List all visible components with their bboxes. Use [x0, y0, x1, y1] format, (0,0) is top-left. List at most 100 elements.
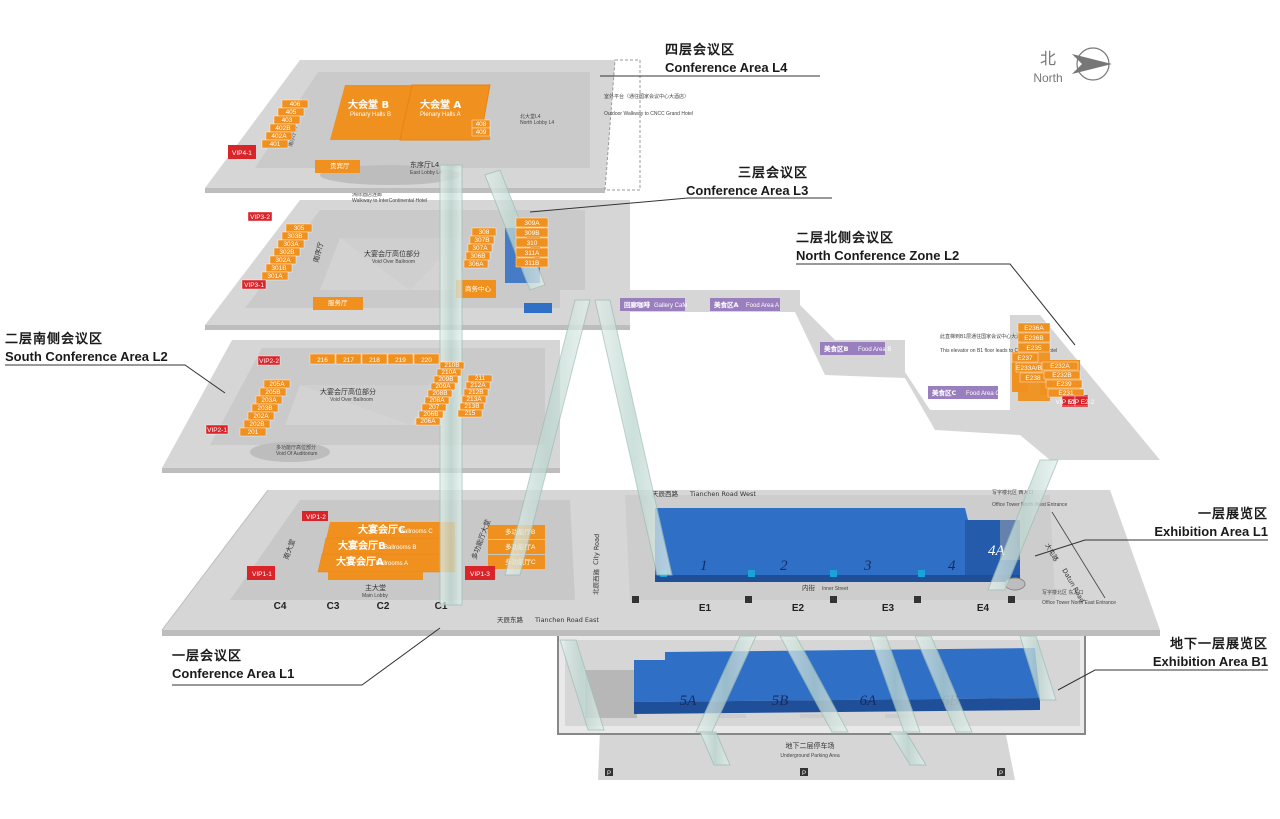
l3-room-label: 302A	[275, 257, 291, 264]
l3-room-307a[interactable]: 307A	[467, 243, 493, 253]
l4-room-406[interactable]: 406	[281, 99, 309, 109]
l2-vip-vip2-1[interactable]: VIP2-1	[205, 424, 229, 435]
vip-1-3[interactable]	[465, 566, 495, 580]
hall-b-zh: 大会堂 B	[348, 98, 389, 111]
l2-room-202b[interactable]: 202B	[243, 419, 271, 429]
l2-room-label: 213A	[466, 396, 482, 403]
l2n-room-e232b[interactable]: E232B	[1043, 370, 1081, 380]
l3-room-309a[interactable]: 309A	[515, 217, 549, 228]
l4-room-402b[interactable]: 402B	[269, 123, 297, 133]
l4-room-401[interactable]: 401	[261, 139, 289, 149]
l2n-room-e231[interactable]: E231	[1047, 388, 1085, 398]
food-area-c[interactable]	[928, 386, 998, 399]
l2n-room-e236b[interactable]: E236B	[1017, 332, 1051, 343]
l2-room-203a[interactable]: 203A	[255, 395, 283, 405]
l2n-room-e233a-b[interactable]: E233A/B	[1015, 362, 1043, 373]
l2-room-206b[interactable]: 206B	[418, 410, 444, 419]
l2-room-213b[interactable]: 213B	[459, 402, 485, 411]
hall-1-label: 1	[700, 558, 708, 574]
l2-room-216[interactable]: 216	[309, 353, 336, 365]
l2-room-208b[interactable]: 208B	[427, 389, 453, 398]
l2-room-206a[interactable]: 206A	[415, 417, 441, 426]
l3-room-306a[interactable]: 306A	[463, 259, 489, 269]
l2-room-215[interactable]: 215	[457, 409, 483, 418]
l3-room-308[interactable]: 308	[471, 227, 497, 237]
l1-exhibition-halls[interactable]	[655, 508, 1020, 575]
l4-room-405[interactable]: 405	[277, 107, 305, 117]
l4-room-408[interactable]: 408	[471, 119, 491, 129]
l4-multifunction[interactable]	[315, 160, 360, 173]
gallery-cafe[interactable]	[620, 298, 685, 311]
l3-room-302b[interactable]: 302B	[273, 247, 301, 257]
vip-1-1[interactable]	[247, 566, 275, 580]
l2-room-220[interactable]: 220	[413, 353, 440, 365]
l2n-room-e238[interactable]: E238	[1019, 372, 1047, 383]
l2n-room-e239[interactable]: E239	[1045, 379, 1083, 389]
l2-vip-vip2-2[interactable]: VIP2-2	[257, 355, 281, 366]
l2n-room-e237[interactable]: E237	[1011, 352, 1039, 363]
svg-text:P: P	[802, 771, 806, 777]
l2-room-212a[interactable]: 212A	[465, 381, 491, 390]
l3-room-307b[interactable]: 307B	[469, 235, 495, 245]
l2-room-211[interactable]: 211	[467, 374, 493, 383]
l2-room-201[interactable]: 201	[239, 427, 267, 437]
l3-vip-vip3-1[interactable]: VIP3-1	[241, 279, 267, 290]
l3-room-301b[interactable]: 301B	[265, 263, 293, 273]
l2-room-213a[interactable]: 213A	[461, 395, 487, 404]
callout-l3-en: Conference Area L3	[686, 183, 808, 198]
l2-room-207[interactable]: 207	[421, 403, 447, 412]
gate-e1: E1	[699, 603, 712, 614]
food-area-b[interactable]	[820, 342, 885, 355]
l3-room-label: 303B	[287, 233, 302, 240]
l2-room-label: 220	[421, 357, 432, 364]
l2-room-label: 209A	[435, 383, 451, 390]
callout-c1-zh: 一层会议区	[172, 648, 242, 664]
l3-service-room[interactable]	[313, 297, 363, 310]
l2-room-210a[interactable]: 210A	[436, 368, 462, 377]
l2n-room-e232a[interactable]: E232A	[1041, 361, 1079, 371]
l3-room-301a[interactable]: 301A	[261, 271, 289, 281]
l2-room-label: 210B	[444, 362, 459, 369]
l3-room-309b[interactable]: 309B	[515, 227, 549, 238]
l2n-vip-vip-e2-2[interactable]: VIP E2-2	[1069, 395, 1095, 407]
ballroom-c[interactable]	[326, 522, 455, 540]
l3-room-311b[interactable]: 311B	[515, 257, 549, 268]
l3-vip-vip3-2[interactable]: VIP3-2	[247, 211, 273, 222]
l3-room-311a[interactable]: 311A	[515, 247, 549, 258]
l2-room-205b[interactable]: 205B	[259, 387, 287, 397]
vip-4-1[interactable]	[228, 145, 256, 159]
l2-room-208a[interactable]: 208A	[424, 396, 450, 405]
l2-room-209b[interactable]: 209B	[433, 375, 459, 384]
l4-room-402a[interactable]: 402A	[265, 131, 293, 141]
vip-1-2[interactable]	[302, 511, 328, 521]
callout-s2-en: South Conference Area L2	[5, 349, 168, 364]
hall-b[interactable]	[330, 85, 412, 140]
l2-room-203b[interactable]: 203B	[251, 403, 279, 413]
l3-room-302a[interactable]: 302A	[269, 255, 297, 265]
l3-room-306b[interactable]: 306B	[465, 251, 491, 261]
l2n-room-e235[interactable]: E235	[1017, 342, 1051, 353]
l3-room-label: 301B	[271, 265, 286, 272]
l2-room-210b[interactable]: 210B	[439, 361, 465, 370]
l3-room-310[interactable]: 310	[515, 237, 549, 248]
l2-room-218[interactable]: 218	[361, 353, 388, 365]
business-centre[interactable]	[456, 280, 496, 298]
l3-room-label: 308	[479, 229, 490, 236]
l2-room-212b[interactable]: 212B	[463, 388, 489, 397]
restroom-icon	[748, 570, 755, 577]
l3-room-303b[interactable]: 303B	[281, 231, 309, 241]
food-area-a[interactable]	[710, 298, 780, 311]
l3-room-label: 307B	[474, 237, 489, 244]
l2-room-217[interactable]: 217	[335, 353, 362, 365]
l4-room-409[interactable]: 409	[471, 127, 491, 137]
l2-room-205a[interactable]: 205A	[263, 379, 291, 389]
l2-room-219[interactable]: 219	[387, 353, 414, 365]
l2n-room-e236a[interactable]: E236A	[1017, 322, 1051, 333]
l3-room-305[interactable]: 305	[285, 223, 313, 233]
l2-room-209a[interactable]: 209A	[430, 382, 456, 391]
l3-room-303a[interactable]: 303A	[277, 239, 305, 249]
parking-icon	[997, 768, 1005, 776]
l2-room-202a[interactable]: 202A	[247, 411, 275, 421]
l4-room-403[interactable]: 403	[273, 115, 301, 125]
food-c-en: Food Area C	[966, 391, 1000, 397]
